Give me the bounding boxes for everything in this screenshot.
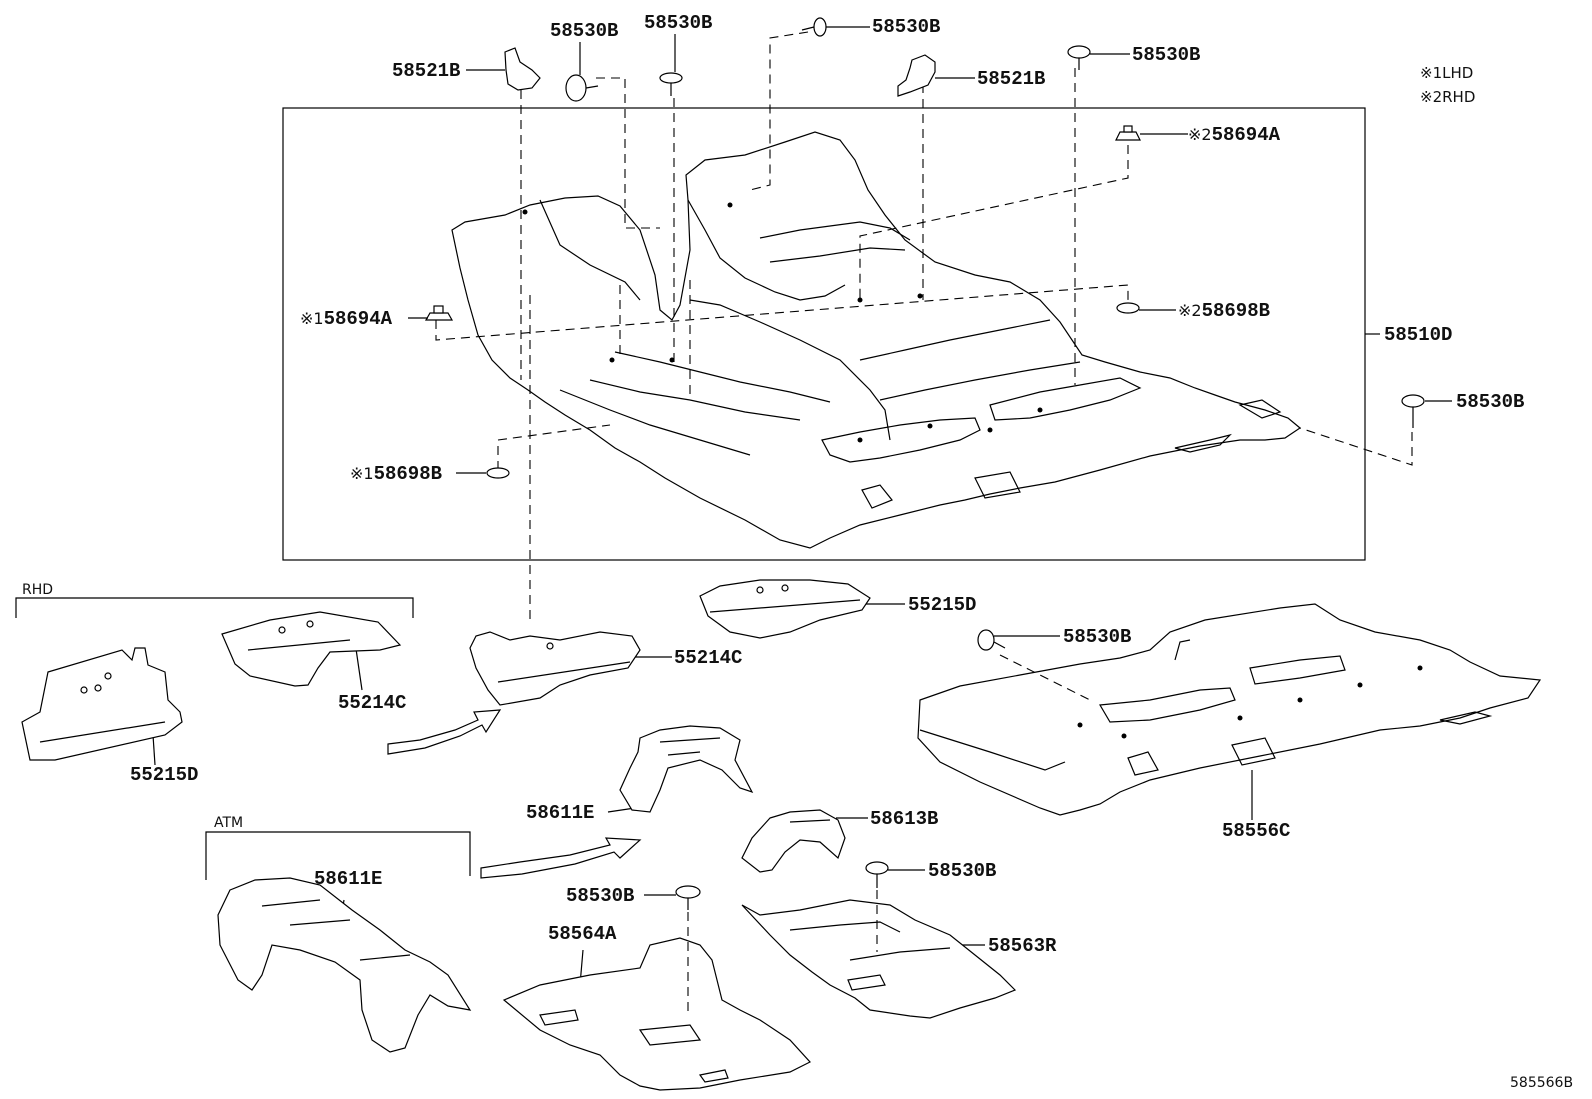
label-nut-rhd-code: 58694A <box>1211 124 1281 146</box>
label-main-carpet: 58510D <box>1384 324 1453 346</box>
label-grommet-lhd-code: 58698B <box>373 463 443 485</box>
label-clip-g: 58530B <box>566 885 635 907</box>
tunnel-atm-shape <box>217 877 472 1053</box>
label-clip-b: 58530B <box>644 12 713 34</box>
label-rear-carpet: 58556C <box>1222 820 1291 842</box>
rear-mat-shape <box>741 890 1017 1019</box>
label-clip-a: 58530B <box>550 20 619 42</box>
label-clip-e: 58530B <box>1456 391 1525 413</box>
note-rhd-text: RHD <box>1442 88 1476 106</box>
clip-b-shape <box>659 72 683 96</box>
label-pad-rhd-big: 55215D <box>130 764 199 786</box>
label-holder-right: 58521B <box>977 68 1046 90</box>
label-nut-lhd-code: 58694A <box>323 308 393 330</box>
arrow-rhd <box>387 709 502 755</box>
label-clip-c: 58530B <box>872 16 941 38</box>
label-front-mat: 58564A <box>548 923 617 945</box>
label-nut-rhd-mark: ※2 <box>1188 125 1212 144</box>
group-label-atm: ATM <box>214 815 244 831</box>
clip-f-shape <box>977 629 1006 651</box>
note-lhd-mark: ※1 <box>1420 64 1443 82</box>
reference-number: 585566B <box>1510 1075 1574 1091</box>
grommet-rhd-shape <box>1116 302 1140 314</box>
clip-d-shape <box>1067 45 1091 70</box>
clip-g-shape <box>675 885 701 910</box>
label-clip-f: 58530B <box>1063 626 1132 648</box>
clip-e-shape <box>1401 394 1425 428</box>
label-holder-left: 58521B <box>392 60 461 82</box>
label-nut-rhd: ※258694A <box>1188 126 1280 145</box>
label-grommet-lhd: ※158698B <box>350 465 442 484</box>
label-clip-d: 58530B <box>1132 44 1201 66</box>
label-nut-lhd-mark: ※1 <box>300 309 324 328</box>
label-grommet-lhd-mark: ※1 <box>350 464 374 483</box>
holder-right-shape <box>897 54 936 97</box>
note-rhd-mark: ※2 <box>1420 88 1443 106</box>
pad-rhd-small-shape <box>221 611 402 687</box>
label-tunnel-piece: 58613B <box>870 808 939 830</box>
clip-h-shape <box>865 861 889 888</box>
pad-small-shape <box>469 631 641 706</box>
clip-c-shape <box>801 17 827 37</box>
atm-bracket <box>205 831 471 880</box>
label-grommet-rhd-mark: ※2 <box>1178 301 1202 320</box>
group-label-rhd: RHD <box>22 582 54 598</box>
label-nut-lhd: ※158694A <box>300 310 392 329</box>
label-tunnel-upper: 58611E <box>526 802 595 824</box>
rear-carpet-shape <box>917 603 1542 816</box>
label-pad-rhd-small: 55214C <box>338 692 407 714</box>
tunnel-piece-shape <box>741 809 846 873</box>
front-mat-shape <box>502 912 811 1091</box>
note-rhd: ※2RHD <box>1420 90 1475 105</box>
label-grommet-rhd-code: 58698B <box>1201 300 1271 322</box>
arrow-atm <box>480 837 642 879</box>
nut-lhd-shape <box>424 305 454 321</box>
label-tunnel-atm: 58611E <box>314 868 383 890</box>
label-clip-h: 58530B <box>928 860 997 882</box>
main-floor-carpet-drawing <box>451 131 1302 549</box>
label-rear-mat: 58563R <box>988 935 1057 957</box>
nut-rhd-shape <box>1115 125 1141 141</box>
label-grommet-rhd: ※258698B <box>1178 302 1270 321</box>
note-lhd: ※1LHD <box>1420 66 1473 81</box>
assembly-dashed-lines <box>435 31 1413 625</box>
label-pad-small: 55214C <box>674 647 743 669</box>
holder-left-shape <box>504 47 541 91</box>
grommet-lhd-shape <box>486 467 510 479</box>
clip-a-shape <box>565 74 599 102</box>
pad-rhd-big-shape <box>21 647 183 761</box>
pad-big-shape <box>699 579 871 639</box>
rhd-bracket <box>15 597 414 618</box>
tunnel-upper-shape <box>619 725 754 813</box>
label-pad-big: 55215D <box>908 594 977 616</box>
note-lhd-text: LHD <box>1442 64 1474 82</box>
